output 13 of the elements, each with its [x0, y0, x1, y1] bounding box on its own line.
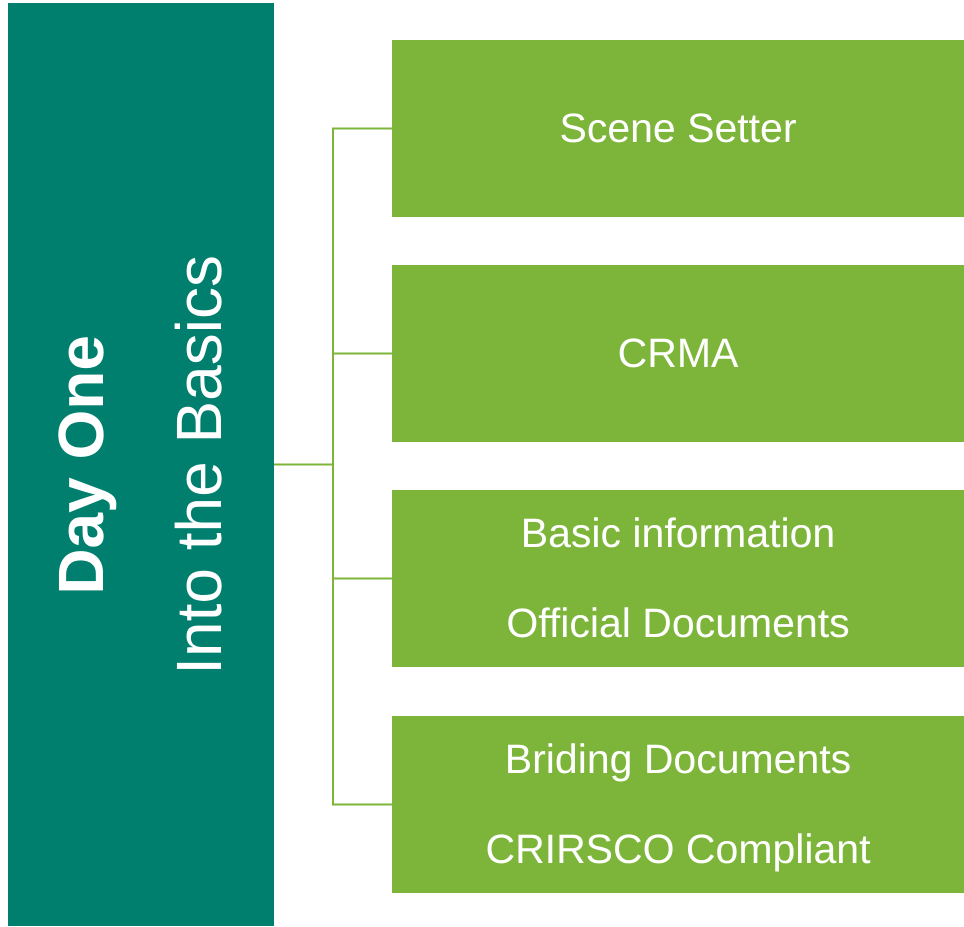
topic-box — [392, 265, 964, 442]
topic-box — [392, 490, 964, 667]
topic-text: Basic information — [520, 509, 836, 558]
topic-text: CRIRSCO Compliant — [485, 824, 871, 874]
topic-text: Scene Setter — [559, 104, 797, 153]
day-panel — [8, 3, 274, 926]
day-subtitle: Into the Basics — [163, 254, 236, 674]
topic-box — [392, 716, 964, 893]
topic-text: Briding Documents — [504, 735, 852, 784]
topic-text: CRMA — [618, 328, 738, 378]
day-title: Day One — [45, 334, 118, 594]
topic-box — [392, 40, 964, 217]
topic-text: Official Documents — [506, 598, 850, 648]
